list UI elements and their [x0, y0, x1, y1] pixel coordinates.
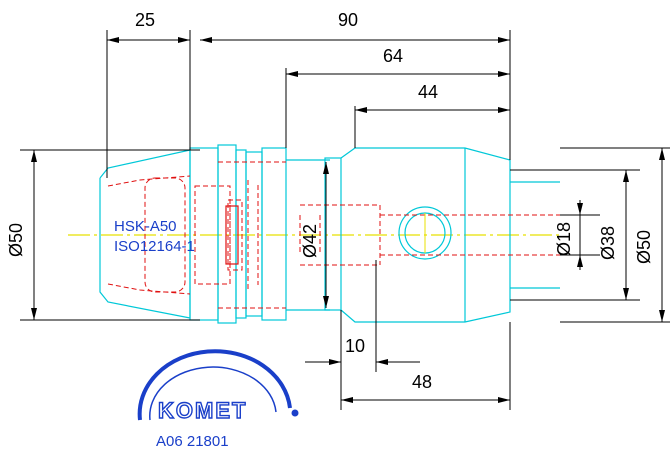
dim-90: 90: [338, 10, 358, 30]
part-number: A06 21801: [156, 433, 229, 450]
body-outline: [99, 144, 560, 324]
dim-left-d50: Ø50: [6, 223, 26, 257]
dim-64: 64: [383, 46, 403, 66]
dim-25: 25: [135, 10, 155, 30]
komet-logo-text: KOMET: [158, 398, 247, 423]
dim-10: 10: [345, 336, 365, 356]
dim-right-d18: Ø18: [554, 222, 574, 256]
hidden-solid-red: [225, 205, 239, 265]
logo-dot-icon: [291, 409, 299, 417]
dimension-lines: [20, 30, 670, 410]
hidden-lines: [107, 161, 560, 309]
dimension-arrows: [31, 37, 665, 403]
dim-44: 44: [418, 82, 438, 102]
interface-label-line1: HSK-A50: [114, 218, 177, 235]
interface-label-line2: ISO12164-1: [114, 238, 195, 255]
side-hole-outer: [398, 206, 452, 260]
dim-48: 48: [412, 372, 432, 392]
komet-arc-logo-icon: [137, 349, 292, 421]
dim-right-d50: Ø50: [634, 230, 654, 264]
dim-inner-d42: Ø42: [300, 224, 320, 258]
dim-right-d38: Ø38: [598, 226, 618, 260]
